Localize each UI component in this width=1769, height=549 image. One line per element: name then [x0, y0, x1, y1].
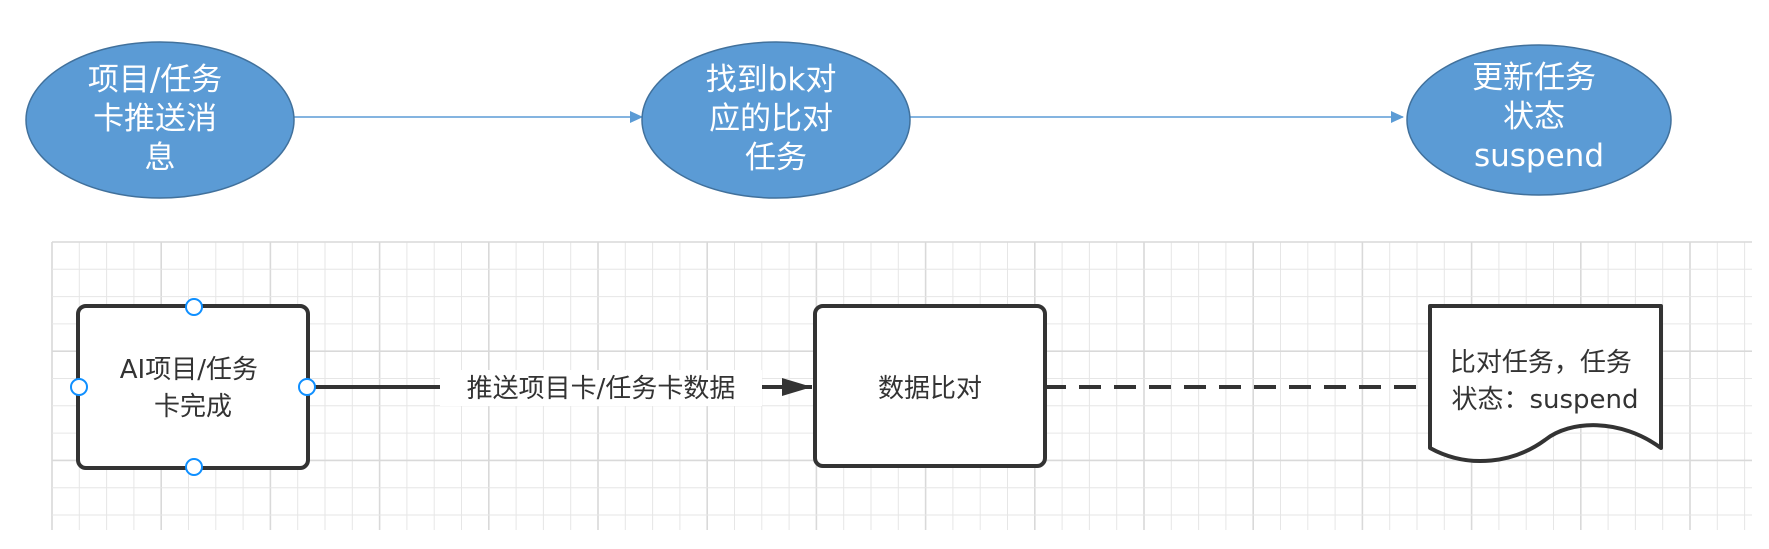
- node-update-line-3: suspend: [1474, 138, 1604, 174]
- edge-label[interactable]: 推送项目卡/任务卡数据: [467, 374, 736, 404]
- document-line-2: 状态：suspend: [1451, 385, 1638, 415]
- node-push-line-1: 项目/任务: [88, 62, 222, 98]
- process-box[interactable]: 数据比对: [813, 304, 1047, 468]
- start-box[interactable]: AI项目/任务 卡完成: [70, 298, 316, 476]
- connection-handle-bottom[interactable]: [185, 458, 203, 476]
- node-find-line-1: 找到bk对: [706, 62, 837, 98]
- top-flow: 项目/任务 卡推送消 息 找到bk对 应的比对 任务 更新任务 状态 suspe…: [25, 41, 1672, 199]
- connection-handle-top[interactable]: [185, 298, 203, 316]
- canvas-flow: 推送项目卡/任务卡数据 AI项目/任务 卡完成 数据比对 比对任务，任务 状: [70, 298, 1663, 476]
- document-shape-label: 比对任务，任务 状态：suspend: [1450, 348, 1640, 415]
- ellipse-shape: [641, 41, 911, 199]
- document-shape[interactable]: 比对任务，任务 状态：suspend: [1428, 304, 1663, 464]
- start-box-line-1: AI项目/任务: [120, 355, 258, 385]
- connection-handle-left[interactable]: [70, 378, 88, 396]
- process-box-label: 数据比对: [878, 374, 982, 404]
- process-box-shape: [813, 304, 1047, 468]
- document-shape-outline: [1428, 304, 1663, 464]
- node-push-line-3: 息: [145, 140, 176, 176]
- start-box-label: AI项目/任务 卡完成: [120, 355, 266, 422]
- node-push-message-label: 项目/任务 卡推送消 息: [88, 62, 232, 176]
- node-update-line-1: 更新任务: [1472, 60, 1596, 96]
- start-box-line-2: 卡完成: [154, 392, 232, 422]
- node-find-task[interactable]: 找到bk对 应的比对 任务: [641, 41, 911, 199]
- node-push-line-2: 卡推送消: [93, 101, 217, 137]
- node-find-line-2: 应的比对: [709, 101, 833, 137]
- ellipse-shape: [25, 41, 295, 199]
- node-push-message[interactable]: 项目/任务 卡推送消 息: [25, 41, 295, 199]
- document-line-1: 比对任务，任务: [1450, 348, 1632, 378]
- edge-label-background: [440, 370, 762, 406]
- node-update-line-2: 状态: [1503, 99, 1565, 135]
- connection-handle-right[interactable]: [298, 378, 316, 396]
- node-update-status[interactable]: 更新任务 状态 suspend: [1406, 44, 1672, 196]
- node-find-line-3: 任务: [745, 140, 807, 176]
- node-update-status-label: 更新任务 状态 suspend: [1472, 60, 1606, 174]
- ellipse-shape: [1406, 44, 1672, 196]
- node-find-task-label: 找到bk对 应的比对 任务: [706, 62, 847, 176]
- start-box-shape: [76, 304, 310, 470]
